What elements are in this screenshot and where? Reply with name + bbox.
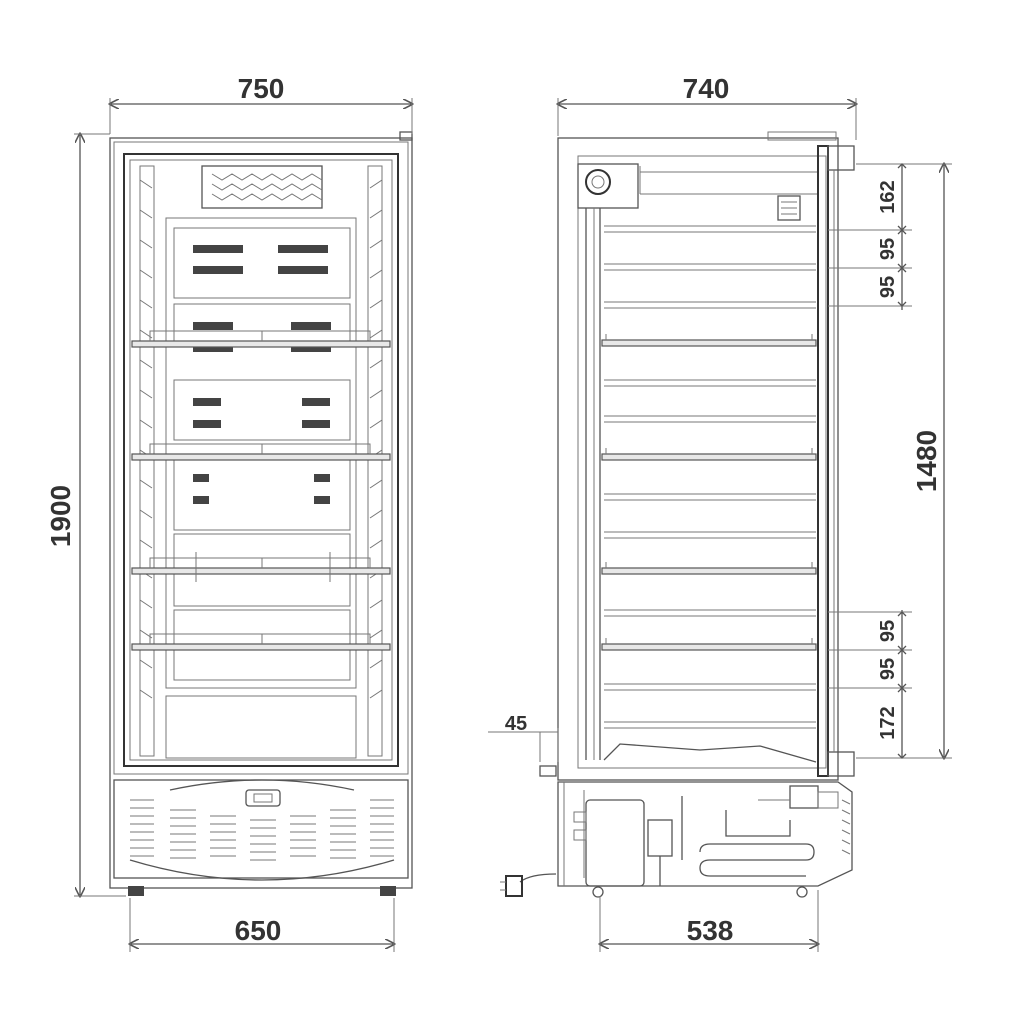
side-inner-depth-dimension: 538 [600,890,818,952]
side-offset-dimension: 45 [488,713,559,762]
front-shelves [131,330,391,651]
side-depth-label: 740 [683,73,730,104]
evaporator-fan-housing [577,163,639,209]
shelf-spacing-6: 172 [877,706,899,739]
shelf-spacing-3: 95 [877,276,899,298]
front-foot-left [128,886,144,896]
front-cabinet-outline [109,137,413,889]
shelf-spacing-1: 162 [877,180,899,213]
front-rail-ladders [139,179,383,699]
front-inner-width-dimension: 650 [130,898,394,952]
compressor [585,799,645,887]
side-base-compartment [557,781,853,887]
front-width-dimension: 750 [110,73,412,134]
dryer-filter [647,819,673,857]
thermostat-box [777,195,801,221]
plug-icon [505,875,523,897]
shelf-spacing-4: 95 [877,620,899,642]
power-cord [519,873,557,883]
shelf-spacing-2: 95 [877,238,899,260]
wheel-back [592,886,604,898]
side-cabinet-outline [557,137,839,781]
shelf-spacing-5: 95 [877,658,899,680]
top-vent-grille [201,165,323,209]
back-panel-vents [193,245,331,504]
interior-height-label: 1480 [911,430,942,492]
side-inner-depth-label: 538 [687,915,734,946]
side-view [500,131,855,898]
base-vent-slots [130,799,394,861]
front-width-label: 750 [238,73,285,104]
side-offset-label: 45 [505,713,527,735]
condenser-coil [699,785,839,877]
front-height-dimension: 1900 [45,134,126,896]
side-shelves [601,334,817,651]
control-panel [245,789,281,807]
side-door-edge [817,145,829,777]
front-height-label: 1900 [45,485,76,547]
interior-height-dimension: 1480 [856,164,952,758]
front-base-grille [113,779,409,879]
front-foot-right [380,886,396,896]
shelf-spacing-dimensions: 162 95 95 95 95 172 [828,163,912,759]
side-depth-dimension: 740 [558,73,856,140]
front-door-frame [123,153,399,767]
front-inner-width-label: 650 [235,915,282,946]
fan-icon [585,169,611,195]
side-rack-lines [604,225,816,729]
front-view [109,131,413,896]
wheel-front [796,886,808,898]
